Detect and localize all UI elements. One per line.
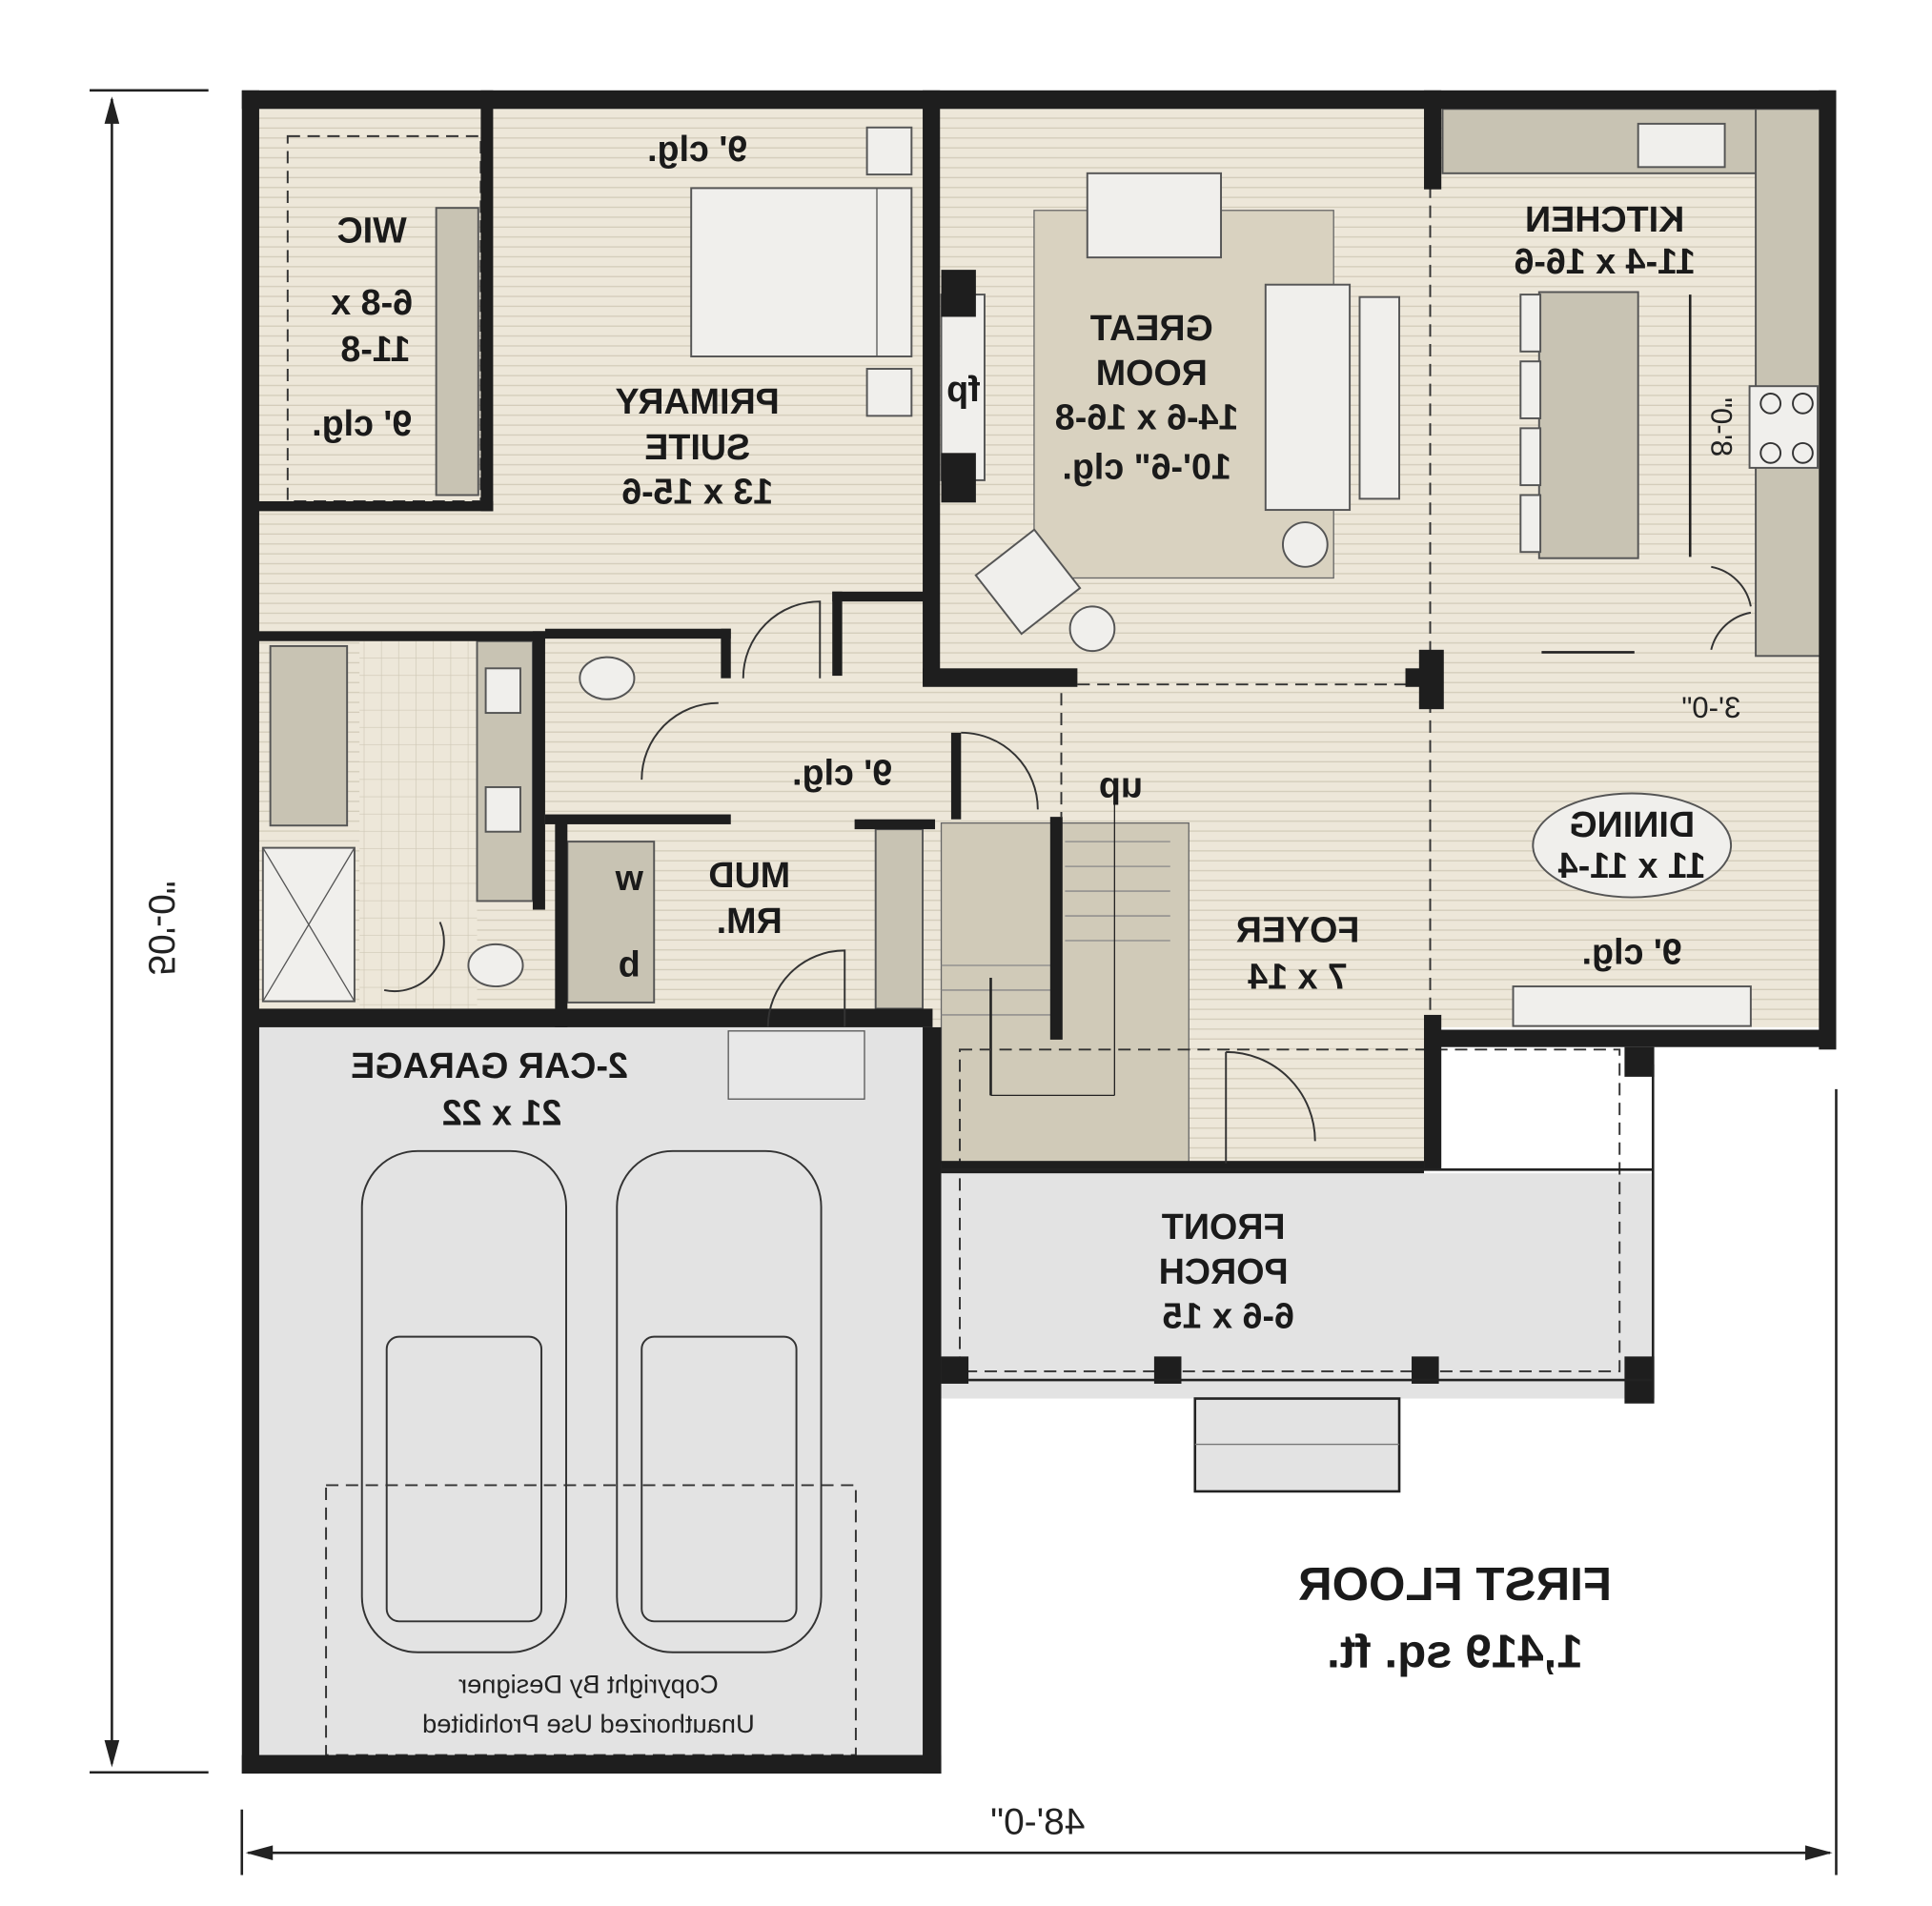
width-dimension: 48'-0" [990,1802,1085,1843]
kitchen-counter-right [1755,108,1821,658]
range [1748,385,1819,469]
hall-ceiling: 9' clg. [792,752,892,792]
stair-up-label: up [1099,764,1143,804]
kitchen-dim: 11-4 x 16-6 [1514,241,1696,281]
nightstand [865,126,913,176]
toilet [467,943,524,988]
fireplace-label: fp [946,369,981,409]
dining-ceiling: 9' clg. [1582,932,1682,972]
side-table [1281,521,1329,568]
armchair [1086,172,1223,259]
primary-dim: 13 x 15-6 [621,472,773,512]
mud-room-label: MUD [708,855,790,895]
armchair [974,528,1082,636]
clearance-dimension: 3'-0" [1681,691,1740,724]
kitchen-label: KITCHEN [1525,199,1684,239]
floor-title: FIRST FLOOR [1298,1558,1612,1611]
great-room-label: GREAT [1090,308,1213,348]
garage-step [727,1030,865,1100]
copyright-text: Copyright By Designer [458,1670,719,1699]
nightstand [865,368,913,417]
sofa [1264,283,1352,512]
washer-dryer [566,841,656,1004]
floor-area: 1,419 sq. ft. [1327,1625,1583,1677]
great-room-dim: 14-6 x 16-8 [1055,397,1239,437]
foyer-dim: 7 x 14 [1248,957,1348,997]
porch-floor [941,1173,1654,1399]
dimension-lines [90,89,1838,1876]
washer-label: w [615,858,644,898]
primary-ceiling: 9' clg. [647,129,747,169]
great-room-label: ROOM [1096,353,1208,393]
car [616,1149,823,1653]
stair [940,821,1190,1165]
garage-dim: 21 x 22 [442,1093,562,1133]
bed [690,187,913,357]
primary-label: SUITE [644,427,750,467]
locker [874,828,925,1010]
dining-table [1532,792,1733,899]
wic-dim: 6-8 x [331,282,413,322]
sink [1637,122,1726,169]
depth-dimension: 50'-0" [140,881,181,975]
garage-floor [257,1026,926,1758]
porch-dim: 6-6 x 15 [1163,1296,1294,1336]
car [360,1149,567,1653]
porch-label: PORCH [1159,1251,1289,1291]
great-room-ceiling: 10'-6" clg. [1062,447,1231,487]
mud-room-label: RM. [717,901,783,941]
wic-dim: 11-8 [340,329,410,369]
primary-label: PRIMARY [616,381,780,421]
dining-label: DINING [1569,804,1695,844]
wic-shelf [435,207,479,497]
wic-label: WIC [337,211,407,251]
porch-label: FRONT [1162,1206,1286,1247]
foyer-label: FOYER [1236,909,1360,949]
bathtub [269,644,349,827]
dining-dim: 11 x 11-4 [1558,845,1706,885]
console-table [1358,295,1401,500]
dining-bench [1512,985,1752,1027]
garage-label: 2-CAR GARAGE [351,1045,628,1085]
kitchen-island [1537,291,1639,559]
wic-ceiling: 9' clg. [312,403,412,443]
dryer-label: b [619,944,641,984]
copyright-text: Unauthorized Use Prohibited [422,1709,755,1738]
island-dimension: 8'-0" [1704,397,1738,456]
toilet [579,656,636,700]
